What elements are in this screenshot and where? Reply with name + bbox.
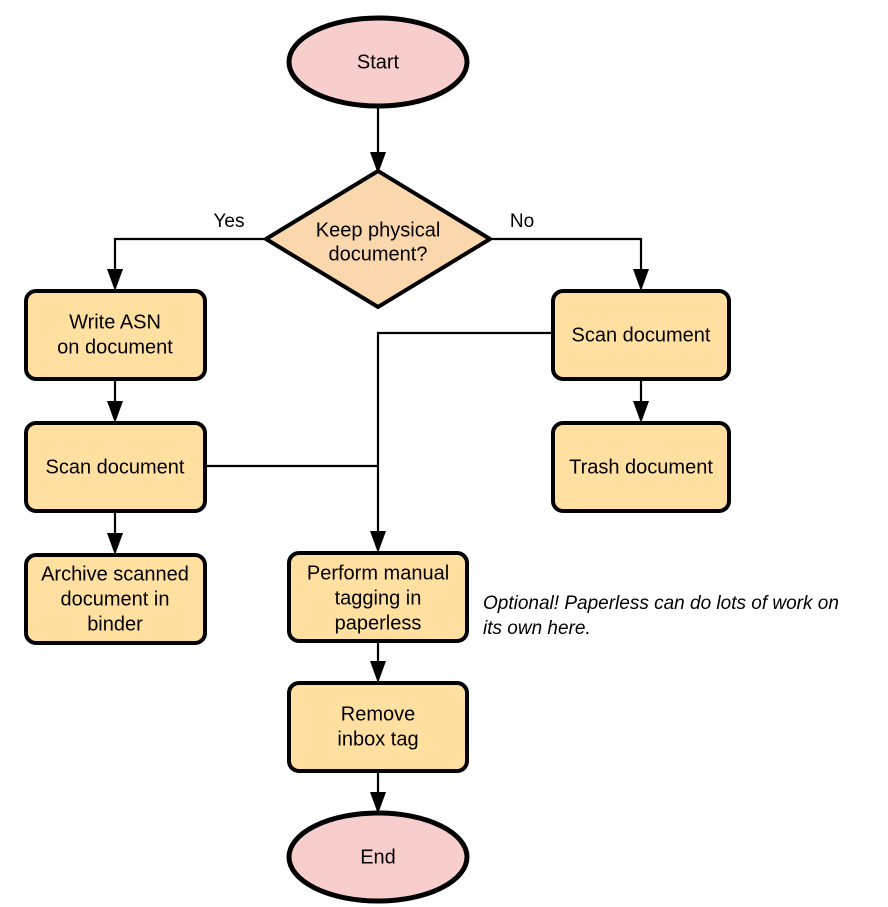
process-box-shape bbox=[551, 289, 731, 381]
arrowhead-icon bbox=[107, 269, 123, 291]
edge-label-yes: Yes bbox=[214, 211, 245, 232]
edge-start-to-decision bbox=[370, 104, 386, 174]
edge-scan-left-to-trash-path bbox=[107, 511, 123, 555]
node-scan-document-right-label: Scan document bbox=[572, 324, 711, 346]
optional-note-line2: its own here. bbox=[483, 618, 591, 639]
arrowhead-icon bbox=[107, 401, 123, 423]
node-archive-scanned-document[interactable]: Archive scanned document in binder bbox=[24, 553, 207, 645]
arrowhead-icon bbox=[370, 531, 386, 553]
process-box-shape bbox=[551, 421, 731, 513]
node-write-asn-label-line2: on document bbox=[57, 336, 173, 358]
edge-tagging-to-remove-inbox bbox=[370, 641, 386, 683]
edge-decision-yes-to-write-asn bbox=[107, 237, 266, 291]
edge-line bbox=[113, 237, 266, 277]
node-archive-label-line1: Archive scanned bbox=[41, 563, 189, 585]
node-end[interactable]: End bbox=[286, 810, 470, 904]
node-write-asn-label-line1: Write ASN bbox=[69, 311, 161, 333]
decision-diamond-shape bbox=[264, 169, 492, 309]
node-remove-inbox-label-line1: Remove bbox=[341, 703, 415, 725]
node-decision-label-line1: Keep physical bbox=[316, 219, 441, 241]
node-remove-inbox-label-line2: inbox tag bbox=[337, 728, 418, 750]
node-decision-label-line2: document? bbox=[329, 243, 428, 265]
edge-line bbox=[490, 237, 643, 277]
arrowhead-icon bbox=[370, 152, 386, 174]
process-box-shape bbox=[24, 289, 207, 381]
node-start[interactable]: Start bbox=[286, 15, 470, 109]
node-write-asn-on-document[interactable]: Write ASN on document bbox=[24, 289, 207, 381]
arrowhead-icon bbox=[370, 661, 386, 683]
node-trash-document[interactable]: Trash document bbox=[551, 421, 731, 513]
optional-note-line1: Optional! Paperless can do lots of work … bbox=[483, 593, 839, 614]
process-box-shape bbox=[287, 681, 469, 773]
edge-remove-inbox-to-end bbox=[370, 771, 386, 814]
node-decision-keep-physical-document[interactable]: Keep physical document? bbox=[264, 169, 492, 309]
edge-scan-right-to-tagging bbox=[370, 331, 553, 553]
annotation-optional-note: Optional! Paperless can do lots of work … bbox=[483, 593, 839, 639]
process-box-shape bbox=[24, 421, 207, 513]
node-scan-document-left-label: Scan document bbox=[46, 456, 185, 478]
edge-line bbox=[376, 331, 553, 539]
node-tagging-label-line3: paperless bbox=[335, 612, 422, 634]
node-remove-inbox-tag[interactable]: Remove inbox tag bbox=[287, 681, 469, 773]
process-box-shape bbox=[24, 553, 207, 645]
start-ellipse-shape bbox=[286, 15, 470, 109]
node-scan-document-right[interactable]: Scan document bbox=[551, 289, 731, 381]
node-archive-label-line3: binder bbox=[87, 613, 143, 635]
edge-scan-right-to-trash bbox=[633, 379, 649, 423]
arrowhead-icon bbox=[633, 401, 649, 423]
node-perform-manual-tagging[interactable]: Perform manual tagging in paperless bbox=[287, 551, 469, 643]
node-trash-document-label: Trash document bbox=[569, 456, 713, 478]
edge-label-no: No bbox=[510, 211, 534, 232]
process-box-shape bbox=[287, 551, 469, 643]
arrowhead-icon bbox=[633, 269, 649, 291]
edge-decision-no-to-scan-right bbox=[490, 237, 649, 291]
node-scan-document-left[interactable]: Scan document bbox=[24, 421, 207, 513]
node-tagging-label-line2: tagging in bbox=[335, 587, 422, 609]
node-start-label: Start bbox=[357, 51, 400, 73]
arrowhead-icon bbox=[107, 533, 123, 555]
node-archive-label-line2: document in bbox=[61, 588, 170, 610]
node-tagging-label-line1: Perform manual bbox=[307, 562, 449, 584]
edge-write-asn-to-scan-left bbox=[107, 379, 123, 423]
node-end-label: End bbox=[360, 846, 396, 868]
end-ellipse-shape bbox=[286, 810, 470, 904]
arrowhead-icon bbox=[370, 792, 386, 814]
